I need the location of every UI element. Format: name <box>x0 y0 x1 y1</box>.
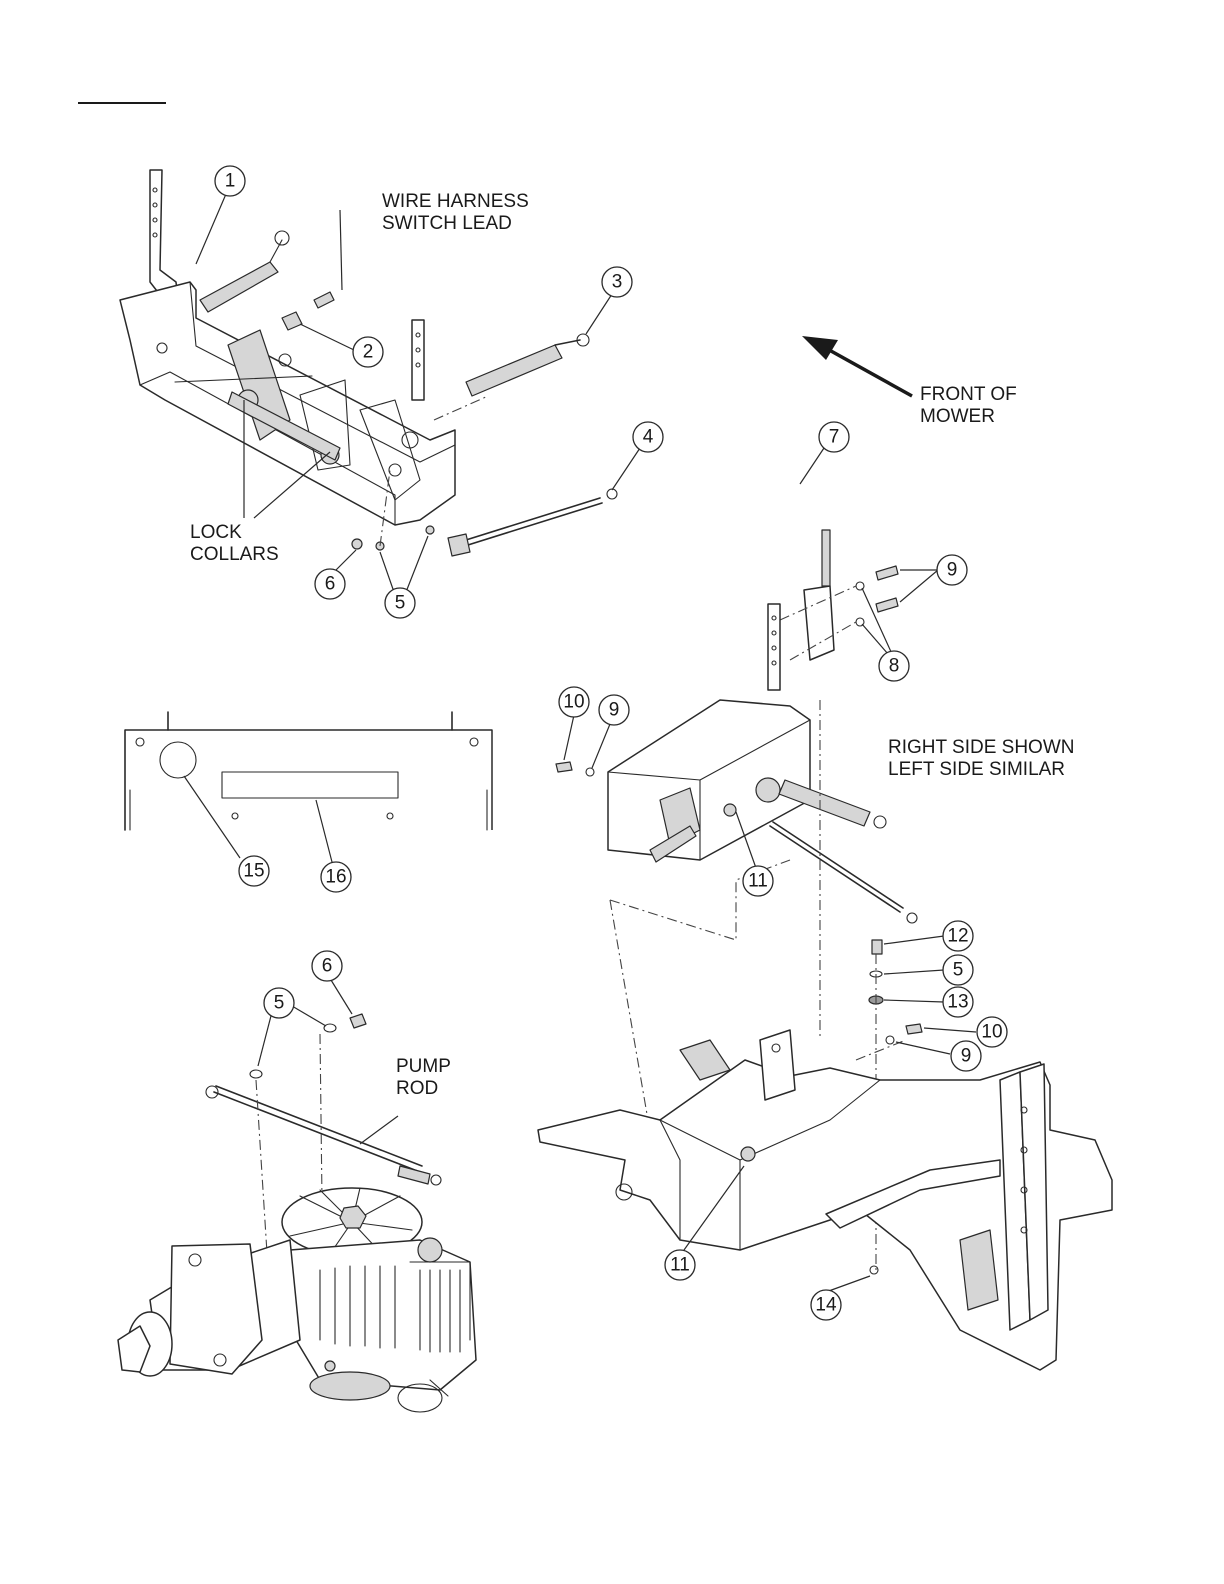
lock-collars-label-line1: LOCK <box>190 522 242 543</box>
front-direction-arrow <box>802 336 912 396</box>
svg-text:15: 15 <box>243 861 264 882</box>
callout-15: 15 <box>239 856 269 886</box>
svg-text:4: 4 <box>643 427 654 448</box>
svg-text:16: 16 <box>325 867 346 888</box>
callout-11a: 11 <box>743 866 773 896</box>
callout-8: 8 <box>879 651 909 681</box>
svg-text:11: 11 <box>670 1255 690 1276</box>
svg-text:6: 6 <box>325 574 336 595</box>
front-of-mower-label-line2: MOWER <box>920 406 995 427</box>
callout-13: 13 <box>943 987 973 1017</box>
callout-14: 14 <box>811 1290 841 1320</box>
svg-text:8: 8 <box>889 656 900 677</box>
svg-text:14: 14 <box>815 1295 837 1316</box>
right-side-label-line1: RIGHT SIDE SHOWN <box>888 737 1075 758</box>
callout-6b: 6 <box>312 951 342 981</box>
callout-10b: 10 <box>977 1017 1007 1047</box>
callout-7: 7 <box>819 422 849 452</box>
svg-text:9: 9 <box>961 1046 972 1067</box>
wire-harness-label-line2: SWITCH LEAD <box>382 213 512 234</box>
svg-text:7: 7 <box>829 427 840 448</box>
svg-text:12: 12 <box>947 926 968 947</box>
callout-2: 2 <box>353 337 383 367</box>
svg-text:6: 6 <box>322 956 333 977</box>
wire-harness-label-line1: WIRE HARNESS <box>382 191 529 212</box>
callout-5c: 5 <box>943 955 973 985</box>
right-side-label-line2: LEFT SIDE SIMILAR <box>888 759 1065 780</box>
svg-text:3: 3 <box>612 272 623 293</box>
svg-text:9: 9 <box>609 700 620 721</box>
svg-text:10: 10 <box>981 1022 1002 1043</box>
callout-10a: 10 <box>559 687 589 717</box>
callout-4: 4 <box>633 422 663 452</box>
svg-text:5: 5 <box>395 593 406 614</box>
pump-rod-label-line1: PUMP <box>396 1056 451 1077</box>
callout-11b: 11 <box>665 1250 695 1280</box>
callout-5d: 5 <box>264 988 294 1018</box>
callout-6a: 6 <box>315 569 345 599</box>
callout-16: 16 <box>321 862 351 892</box>
lock-collars-label-line2: COLLARS <box>190 544 279 565</box>
svg-text:2: 2 <box>363 342 374 363</box>
svg-text:1: 1 <box>225 171 236 192</box>
svg-text:5: 5 <box>953 960 964 981</box>
callout-12: 12 <box>943 921 973 951</box>
callout-9a: 9 <box>937 555 967 585</box>
right-control-assembly <box>538 478 1112 1370</box>
front-of-mower-label-line1: FRONT OF <box>920 384 1017 405</box>
pump-rod-label-line2: ROD <box>396 1078 438 1099</box>
svg-text:5: 5 <box>274 993 285 1014</box>
callout-1: 1 <box>215 166 245 196</box>
callout-9b: 9 <box>599 695 629 725</box>
svg-text:9: 9 <box>947 560 958 581</box>
decal-panel <box>125 712 492 830</box>
callout-3: 3 <box>602 267 632 297</box>
callout-5a: 5 <box>385 588 415 618</box>
callout-9c: 9 <box>951 1041 981 1071</box>
svg-text:10: 10 <box>563 692 584 713</box>
svg-text:11: 11 <box>748 871 768 892</box>
svg-text:13: 13 <box>947 992 968 1013</box>
